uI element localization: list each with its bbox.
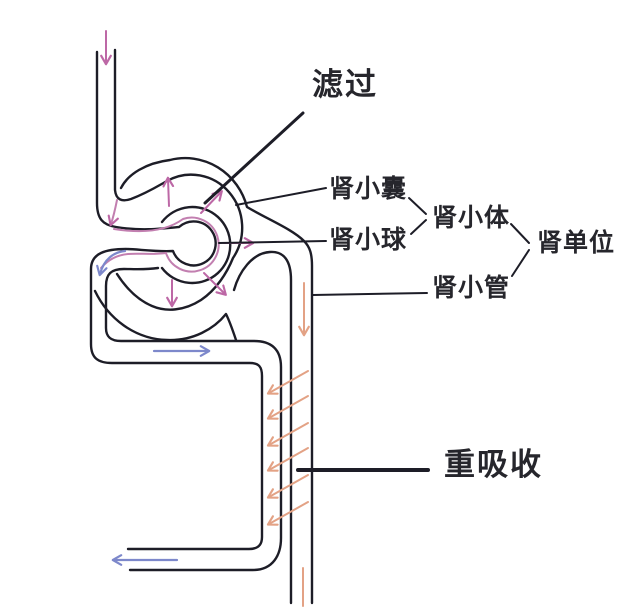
vessel-main-outline — [89, 48, 314, 605]
capsule-lower-wave — [93, 289, 238, 342]
label-filtration: 滤过 — [312, 67, 378, 102]
label-renal-tubule: 肾小管 — [432, 274, 511, 302]
capsule-outer-and-tubule-right-wall — [119, 156, 314, 605]
label-nephron: 肾单位 — [537, 229, 616, 257]
tubule-pointer-line — [312, 292, 428, 296]
grouping-brackets — [408, 197, 530, 277]
label-glomerulus: 肾小球 — [329, 226, 408, 254]
blood-flow-arrows — [96, 249, 211, 566]
filtration-pointer-line — [203, 111, 305, 205]
reabsorption-arrows — [266, 282, 310, 607]
label-reabsorption: 重吸收 — [444, 447, 543, 482]
capsule-pointer-line — [235, 187, 327, 206]
glomerulus-coil-outer-wall — [160, 205, 232, 285]
renal-tubule-left-wall — [232, 250, 293, 605]
efferent-capillary-outline — [104, 266, 283, 572]
glomerulus-flow-line — [100, 199, 220, 273]
label-renal-corpuscle: 肾小体 — [432, 204, 511, 232]
pointer-lines — [203, 111, 530, 472]
glomerulus-pointer-line — [218, 240, 327, 244]
label-renal-capsule: 肾小囊 — [329, 175, 408, 203]
